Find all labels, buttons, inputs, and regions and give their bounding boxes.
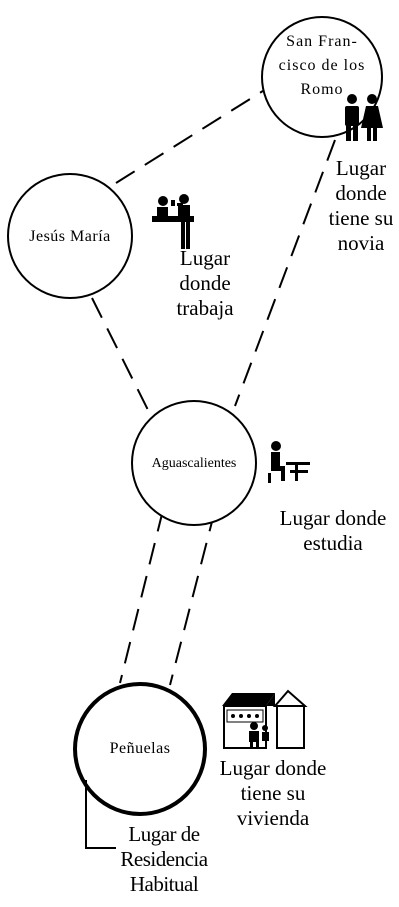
node-line: cisco de los [278, 57, 366, 74]
caption-line: Habitual [129, 872, 199, 896]
edge-aguascalientes-penuelas-left [119, 509, 164, 684]
caption-line: vivienda [236, 806, 310, 830]
node-penuelas [73, 682, 207, 816]
caption-line: Lugar [335, 156, 387, 180]
node-label-text: Peñuelas [109, 740, 171, 757]
caption-line: tiene su [328, 206, 394, 230]
node-label-text: Aguascalientes [151, 456, 237, 471]
couple-icon [345, 94, 383, 141]
residence-pointer-line [85, 780, 116, 849]
caption-line: Residencia [120, 847, 208, 871]
node-line: San Fran- [286, 33, 358, 50]
node-label-penuelas: Peñuelas [90, 737, 190, 761]
caption-line: donde [179, 271, 231, 295]
edge-jesusmaria-sanfrancisco [115, 88, 267, 184]
node-aguascalientes [131, 400, 257, 526]
edge-aguascalientes-penuelas-right [169, 509, 216, 686]
node-line: Romo [300, 81, 344, 98]
caption-line: estudia [303, 531, 363, 555]
node-label-text: Jesús María [29, 228, 111, 245]
caption-line: trabaja [176, 296, 234, 320]
caption-line: tiene su [240, 781, 306, 805]
house-shop-icon [222, 689, 308, 749]
work-counter-icon [152, 194, 194, 249]
caption-residencia: Lugar de Residencia Habitual [104, 822, 224, 897]
caption-line: Lugar donde [279, 506, 387, 530]
node-jesus-maria [7, 173, 133, 299]
edge-jesusmaria-aguascalientes [91, 297, 153, 419]
caption-vivienda: Lugar donde tiene su vivienda [208, 756, 338, 831]
caption-novia: Lugar donde tiene su novia [326, 156, 396, 256]
caption-trabaja: Lugar donde trabaja [160, 246, 250, 321]
caption-line: Lugar [179, 246, 231, 270]
caption-line: donde [335, 181, 387, 205]
caption-line: Lugar de [128, 822, 200, 846]
student-desk-icon [268, 441, 310, 483]
node-label-jesus-maria: Jesús María [10, 225, 130, 249]
caption-line: Lugar donde [219, 756, 327, 780]
edge-sanfrancisco-aguascalientes [234, 139, 336, 407]
node-label-aguascalientes: Aguascalientes [134, 452, 254, 476]
caption-estudia: Lugar donde estudia [268, 506, 398, 556]
node-label-san-francisco: San Fran- cisco de los Romo [272, 30, 372, 102]
caption-line: novia [337, 231, 385, 255]
